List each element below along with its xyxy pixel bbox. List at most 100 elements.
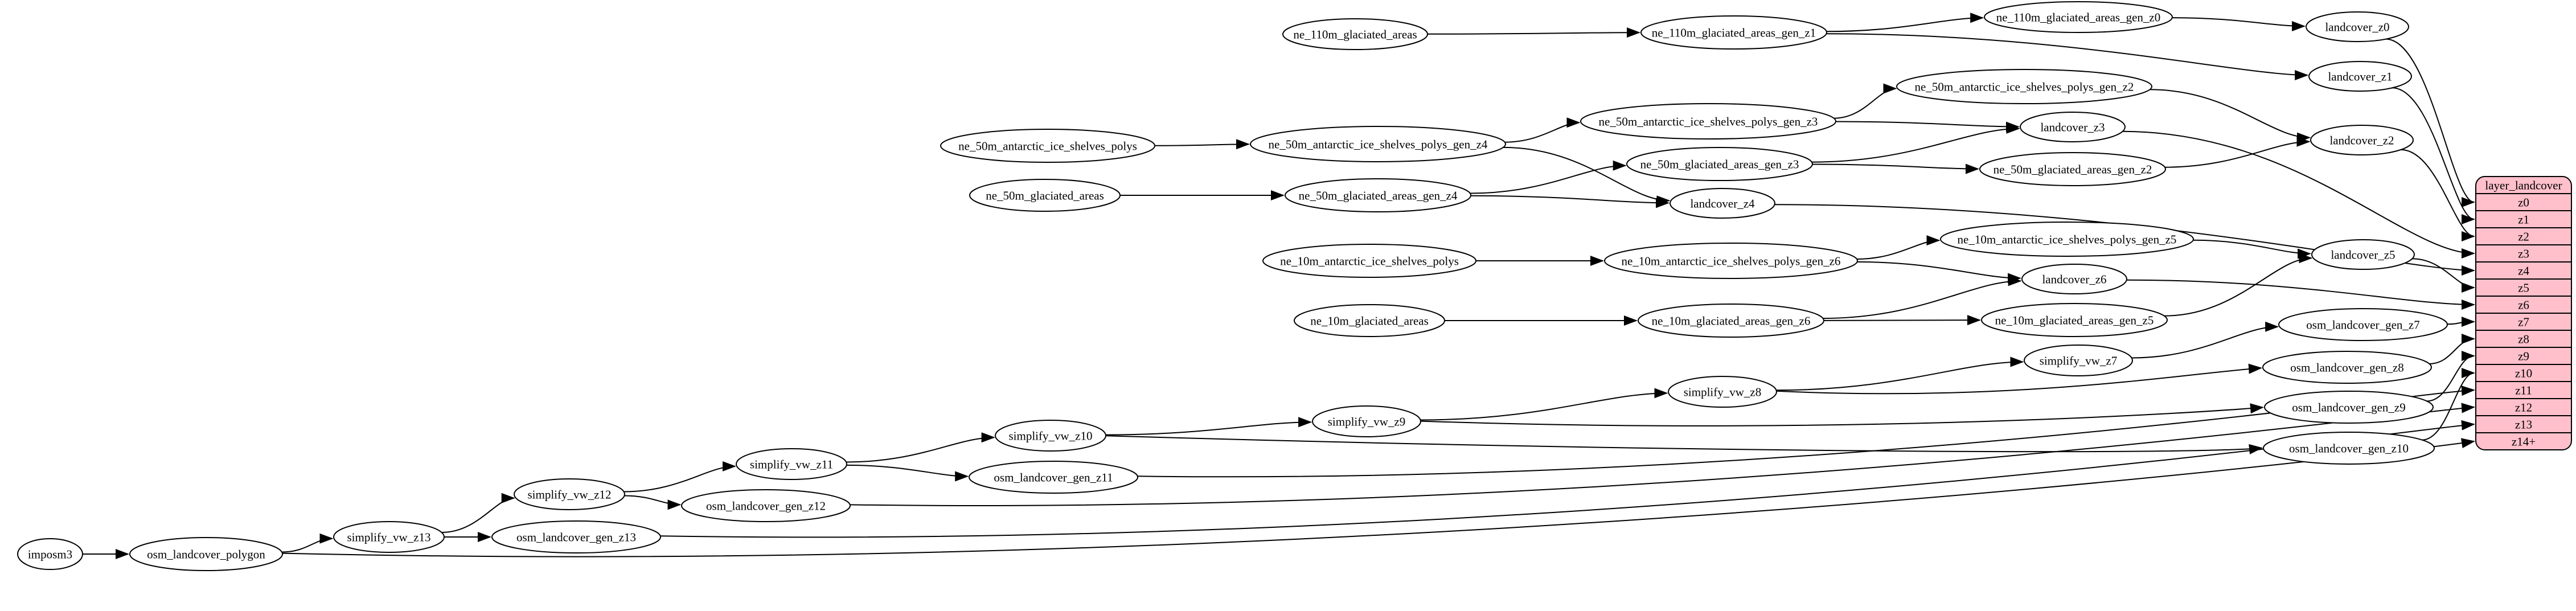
edge-simplify_vw_z13-to-simplify_vw_z12 (441, 493, 515, 533)
node-label-ne_50m_glaciated_areas_gen_z4: ne_50m_glaciated_areas_gen_z4 (1299, 188, 1458, 202)
node-simplify_vw_z10: simplify_vw_z10 (995, 420, 1106, 452)
node-ellipse-ne_110m_glaciated_areas_gen_z1 (1640, 15, 1827, 50)
node-label-osm_landcover_gen_z9: osm_landcover_gen_z9 (2292, 400, 2405, 414)
edge-ne_110m_glaciated_areas_gen_z0-to-landcover_z0 (2172, 17, 2306, 31)
edge-simplify_vw_z8-to-osm_landcover_gen_z8 (1776, 363, 2263, 395)
edge-ne_10m_glaciated_areas_gen_z5-to-landcover_z5 (2164, 253, 2313, 317)
edge-ne_50m_glaciated_areas_gen_z4-to-ne_50m_glaciated_areas_gen_z3 (1470, 160, 1627, 194)
edge-simplify_vw_z9-to-simplify_vw_z8 (1420, 388, 1668, 421)
node-landcover_z5: landcover_z5 (2311, 239, 2415, 270)
node-label-osm_landcover_gen_z8: osm_landcover_gen_z8 (2290, 360, 2403, 374)
node-simplify_vw_z8: simplify_vw_z8 (1668, 376, 1777, 408)
edge-ne_50m_glaciated_areas_gen_z3-to-landcover_z3 (1811, 123, 2020, 163)
node-ne_50m_glaciated_areas_gen_z2: ne_50m_glaciated_areas_gen_z2 (1979, 152, 2166, 186)
edge-simplify_vw_z12-to-osm_landcover_gen_z12 (624, 495, 682, 510)
node-ellipse-ne_50m_glaciated_areas_gen_z2 (1979, 152, 2166, 186)
edge-simplify_vw_z11-to-simplify_vw_z10 (846, 432, 995, 463)
edge-ne_50m_glaciated_areas_gen_z3-to-ne_50m_glaciated_areas_gen_z2 (1812, 163, 1979, 174)
table-row-z6: z6 (2518, 298, 2529, 311)
node-label-ne_110m_glaciated_areas_gen_z1: ne_110m_glaciated_areas_gen_z1 (1652, 26, 1816, 39)
edge-ne_10m_glaciated_areas_gen_z6-to-ne_10m_glaciated_areas_gen_z5 (1823, 315, 1981, 326)
table-row-z13: z13 (2515, 417, 2532, 431)
edge-ne_50m_antarctic_ice_shelves_polys_gen_z4-to-landcover_z4 (1503, 146, 1671, 206)
table-row-z11: z11 (2515, 383, 2532, 397)
node-ne_50m_antarctic_ice_shelves_polys: ne_50m_antarctic_ice_shelves_polys (940, 129, 1155, 163)
node-label-ne_50m_antarctic_ice_shelves_polys_gen_z2: ne_50m_antarctic_ice_shelves_polys_gen_z… (1915, 80, 2134, 93)
node-ellipse-osm_landcover_gen_z8 (2262, 351, 2432, 384)
node-ellipse-ne_10m_antarctic_ice_shelves_polys_gen_z6 (1604, 243, 1858, 279)
node-label-simplify_vw_z11: simplify_vw_z11 (750, 457, 833, 471)
edge-osm_landcover_gen_z7-to-z7 (2447, 317, 2475, 327)
edge-simplify_vw_z12-to-simplify_vw_z11 (624, 461, 736, 493)
table-row-z7: z7 (2518, 315, 2529, 329)
node-ne_50m_antarctic_ice_shelves_polys_gen_z3: ne_50m_antarctic_ice_shelves_polys_gen_z… (1580, 103, 1836, 140)
node-label-ne_50m_antarctic_ice_shelves_polys_gen_z3: ne_50m_antarctic_ice_shelves_polys_gen_z… (1599, 114, 1818, 128)
edge-ne_10m_antarctic_ice_shelves_polys_gen_z6-to-landcover_z6 (1857, 261, 2022, 284)
node-ellipse-simplify_vw_z13 (333, 521, 445, 553)
node-ne_10m_glaciated_areas_gen_z6: ne_10m_glaciated_areas_gen_z6 (1638, 304, 1824, 338)
node-ellipse-simplify_vw_z9 (1312, 405, 1421, 437)
node-label-simplify_vw_z10: simplify_vw_z10 (1009, 429, 1093, 442)
table-row-z10: z10 (2515, 366, 2532, 380)
node-ellipse-simplify_vw_z10 (995, 420, 1106, 452)
node-ellipse-ne_50m_glaciated_areas_gen_z3 (1626, 147, 1813, 181)
edge-landcover_z1-to-z1 (2392, 87, 2475, 224)
node-label-ne_50m_glaciated_areas_gen_z2: ne_50m_glaciated_areas_gen_z2 (1993, 162, 2152, 176)
node-ne_110m_glaciated_areas_gen_z0: ne_110m_glaciated_areas_gen_z0 (1984, 1, 2173, 33)
node-label-simplify_vw_z9: simplify_vw_z9 (1328, 415, 1406, 428)
node-ellipse-simplify_vw_z11 (736, 448, 847, 480)
node-ellipse-landcover_z0 (2306, 11, 2409, 42)
node-landcover_z3: landcover_z3 (2020, 112, 2126, 142)
edge-ne_110m_glaciated_areas-to-ne_110m_glaciated_areas_gen_z1 (1427, 27, 1640, 38)
node-osm_landcover_gen_z13: osm_landcover_gen_z13 (491, 520, 661, 553)
table-row-z4: z4 (2518, 264, 2529, 277)
node-ellipse-osm_landcover_polygon (129, 537, 283, 571)
node-osm_landcover_gen_z9: osm_landcover_gen_z9 (2264, 391, 2434, 424)
edge-osm_landcover_gen_z8-to-z8 (2429, 334, 2475, 364)
node-ellipse-landcover_z2 (2310, 125, 2414, 155)
layer-landcover-table: layer_landcoverz0z1z2z3z4z5z6z7z8z9z10z1… (2475, 176, 2572, 450)
edge-osm_landcover_gen_z10-to-z10 (2422, 368, 2475, 441)
table-row-z3: z3 (2518, 247, 2529, 260)
node-label-ne_50m_glaciated_areas_gen_z3: ne_50m_glaciated_areas_gen_z3 (1640, 157, 1799, 171)
node-ellipse-ne_50m_antarctic_ice_shelves_polys_gen_z4 (1250, 126, 1506, 162)
node-ellipse-imposm3 (17, 538, 83, 570)
node-osm_landcover_gen_z12: osm_landcover_gen_z12 (681, 489, 851, 522)
node-label-landcover_z3: landcover_z3 (2040, 120, 2105, 134)
edge-simplify_vw_z10-to-simplify_vw_z9 (1105, 417, 1312, 436)
node-label-landcover_z5: landcover_z5 (2331, 248, 2395, 261)
node-ne_50m_glaciated_areas_gen_z4: ne_50m_glaciated_areas_gen_z4 (1285, 178, 1471, 212)
edge-landcover_z6-to-z6 (2126, 279, 2475, 310)
edge-ne_10m_antarctic_ice_shelves_polys_gen_z6-to-ne_10m_antarctic_ice_shelves_polys_gen_z5 (1856, 235, 1941, 260)
node-ellipse-osm_landcover_gen_z10 (2263, 432, 2435, 465)
node-ellipse-ne_50m_antarctic_ice_shelves_polys_gen_z3 (1580, 103, 1836, 140)
node-ne_50m_antarctic_ice_shelves_polys_gen_z4: ne_50m_antarctic_ice_shelves_polys_gen_z… (1250, 126, 1506, 162)
node-label-ne_50m_glaciated_areas: ne_50m_glaciated_areas (986, 188, 1104, 202)
table-row-z0: z0 (2518, 195, 2529, 209)
node-label-simplify_vw_z7: simplify_vw_z7 (2040, 354, 2118, 367)
edge-ne_50m_antarctic_ice_shelves_polys_gen_z4-to-ne_50m_antarctic_ice_shelves_polys_gen_z3 (1504, 117, 1581, 143)
node-label-landcover_z6: landcover_z6 (2042, 272, 2106, 286)
edge-ne_50m_glaciated_areas_gen_z2-to-landcover_z2 (2164, 136, 2311, 168)
node-ne_50m_glaciated_areas_gen_z3: ne_50m_glaciated_areas_gen_z3 (1626, 147, 1813, 181)
table-row-z9: z9 (2518, 349, 2529, 363)
node-label-ne_10m_antarctic_ice_shelves_polys_gen_z6: ne_10m_antarctic_ice_shelves_polys_gen_z… (1622, 254, 1841, 268)
edge-osm_landcover_gen_z9-to-z9 (2426, 351, 2475, 402)
node-ellipse-ne_50m_glaciated_areas (969, 179, 1121, 212)
node-label-ne_50m_antarctic_ice_shelves_polys_gen_z4: ne_50m_antarctic_ice_shelves_polys_gen_z… (1269, 137, 1488, 151)
node-label-osm_landcover_polygon: osm_landcover_polygon (147, 547, 265, 561)
node-label-landcover_z1: landcover_z1 (2328, 69, 2392, 83)
node-ellipse-ne_10m_antarctic_ice_shelves_polys (1262, 244, 1476, 278)
node-label-landcover_z2: landcover_z2 (2329, 133, 2394, 147)
node-label-ne_110m_glaciated_areas: ne_110m_glaciated_areas (1293, 27, 1417, 41)
node-ellipse-ne_110m_glaciated_areas (1282, 18, 1428, 50)
edge-landcover_z4-to-z4 (1774, 204, 2475, 276)
node-ellipse-landcover_z4 (1670, 188, 1775, 219)
node-ne_50m_antarctic_ice_shelves_polys_gen_z2: ne_50m_antarctic_ice_shelves_polys_gen_z… (1896, 69, 2152, 104)
node-ellipse-ne_10m_glaciated_areas (1294, 304, 1445, 337)
node-label-simplify_vw_z8: simplify_vw_z8 (1684, 385, 1762, 399)
node-landcover_z4: landcover_z4 (1670, 188, 1775, 219)
edge-ne_50m_antarctic_ice_shelves_polys_gen_z3-to-landcover_z3 (1835, 121, 2020, 132)
